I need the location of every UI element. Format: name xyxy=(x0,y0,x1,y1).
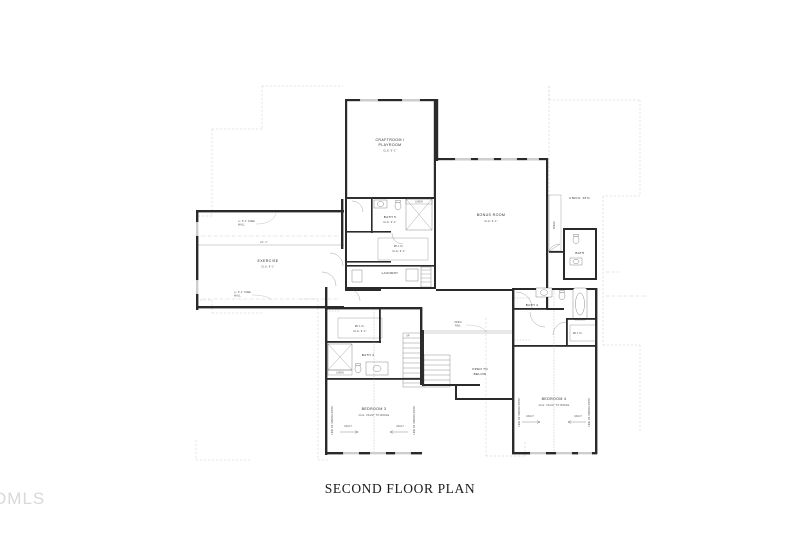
room-craftroom: CRAFTROOM / PLAYROOM CLG: 9'-1" xyxy=(345,99,436,199)
stair-and-open-area: OPEN RAIL UP OPEN TO BELOW xyxy=(402,322,513,400)
exercise-dimension: 24'- 1" xyxy=(260,242,268,244)
room-bonus: BONUS ROOM CLG: 9'-1" xyxy=(436,158,549,310)
spring-point-lines xyxy=(196,235,648,300)
room-label-bonus: BONUS ROOM xyxy=(477,213,505,217)
knee-wall-note-bottom: +/- 8'-1" KNEE xyxy=(234,292,251,294)
room-label-craftroom: CRAFTROOM / xyxy=(375,138,404,142)
room-label-open-to-below: OPEN TO xyxy=(472,367,488,371)
room-label-wic-right: W.I.C. xyxy=(573,331,583,335)
knee-wall-note-bottom-2: WALL xyxy=(234,294,241,297)
linen-label-top: LINEN xyxy=(415,202,423,204)
room-label-bedroom3: BEDROOM 3 xyxy=(362,407,387,411)
vault-label-right-a: VAULT xyxy=(526,415,534,418)
vault-label-left-a: VAULT xyxy=(344,425,352,428)
spring-point-label-right-b: LINE OF SPRING POINT xyxy=(589,397,591,426)
room-ceiling-wic-left: CLG: 9'-1" xyxy=(353,330,367,333)
room-label-bath5: BATH 5 xyxy=(384,215,396,219)
open-rail-label-2: RAIL xyxy=(455,324,461,327)
room-label-open-to-below-2: BELOW xyxy=(474,372,487,376)
room-bath-small: BATH xyxy=(563,228,597,280)
room-label-bath3: BATH 3 xyxy=(362,353,374,357)
room-ceiling-bedroom3: CLG: VAULT TO RIDGE xyxy=(359,414,390,417)
knee-wall-note-top-2: WALL xyxy=(238,223,245,226)
rooms-bedroom3-suite: W.I.C. CLG: 9'-1" LINEN BATH 3 BEDROOM 3… xyxy=(325,307,423,455)
room-label-wic-upper: W.I.C. xyxy=(394,244,404,248)
room-unfin-storage: UNFIN. STO. SHELF xyxy=(548,194,591,252)
room-label-wic-left: W.I.C. xyxy=(355,324,365,328)
room-label-exercise: EXERCISE xyxy=(258,259,279,263)
shelf-label: SHELF xyxy=(554,220,556,229)
stair-up-label: UP xyxy=(406,336,410,338)
room-ceiling-exercise: CLG: 9'-1" xyxy=(261,266,275,269)
spring-point-label-right-a: LINE OF SPRING POINT xyxy=(519,397,521,426)
spring-point-label-left-a: LINE OF SPRING POINT xyxy=(332,405,334,434)
room-ceiling-craftroom: CLG: 9'-1" xyxy=(383,150,397,153)
room-ceiling-bath5: CLG: 9'-1" xyxy=(383,221,397,224)
vault-label-left-b: VAULT xyxy=(396,425,404,428)
vault-label-right-b: VAULT xyxy=(574,415,582,418)
sheet-title: SECOND FLOOR PLAN xyxy=(324,481,476,496)
room-label-bath-small: BATH xyxy=(575,251,584,255)
watermark: DMLS xyxy=(0,489,46,508)
room-label-laundry: LAUNDRY xyxy=(382,271,399,275)
room-exercise: EXERCISE CLG: 9'-1" +/- 8'-1" KNEE WALL … xyxy=(196,210,344,310)
rooms-center-service: LINEN BATH 5 CLG: 9'-1" W.I.C. CLG: 9'-1… xyxy=(345,197,436,289)
knee-wall-note-top: +/- 8'-1" KNEE xyxy=(238,221,255,223)
context-outline-below xyxy=(195,85,641,461)
corridor-walls xyxy=(321,199,361,311)
linen-label-bath3: LINEN xyxy=(336,373,344,375)
room-ceiling-bedroom4: CLG: VAULT TO RIDGE xyxy=(539,404,570,407)
room-label-bedroom4: BEDROOM 4 xyxy=(542,397,567,401)
rooms-bedroom4-suite: BATH 4 W.I.C. BEDROOM 4 CLG: VAULT TO RI… xyxy=(512,287,598,455)
room-label-craftroom-2: PLAYROOM xyxy=(379,143,402,147)
room-ceiling-bonus: CLG: 9'-1" xyxy=(484,220,498,223)
room-ceiling-wic-upper: CLG: 9'-1" xyxy=(392,250,406,253)
room-label-unfin-sto: UNFIN. STO. xyxy=(569,196,591,200)
misc-walls-doors xyxy=(326,99,564,341)
open-rail-label: OPEN xyxy=(454,322,461,324)
spring-point-label-left-b: LINE OF SPRING POINT xyxy=(414,405,416,434)
